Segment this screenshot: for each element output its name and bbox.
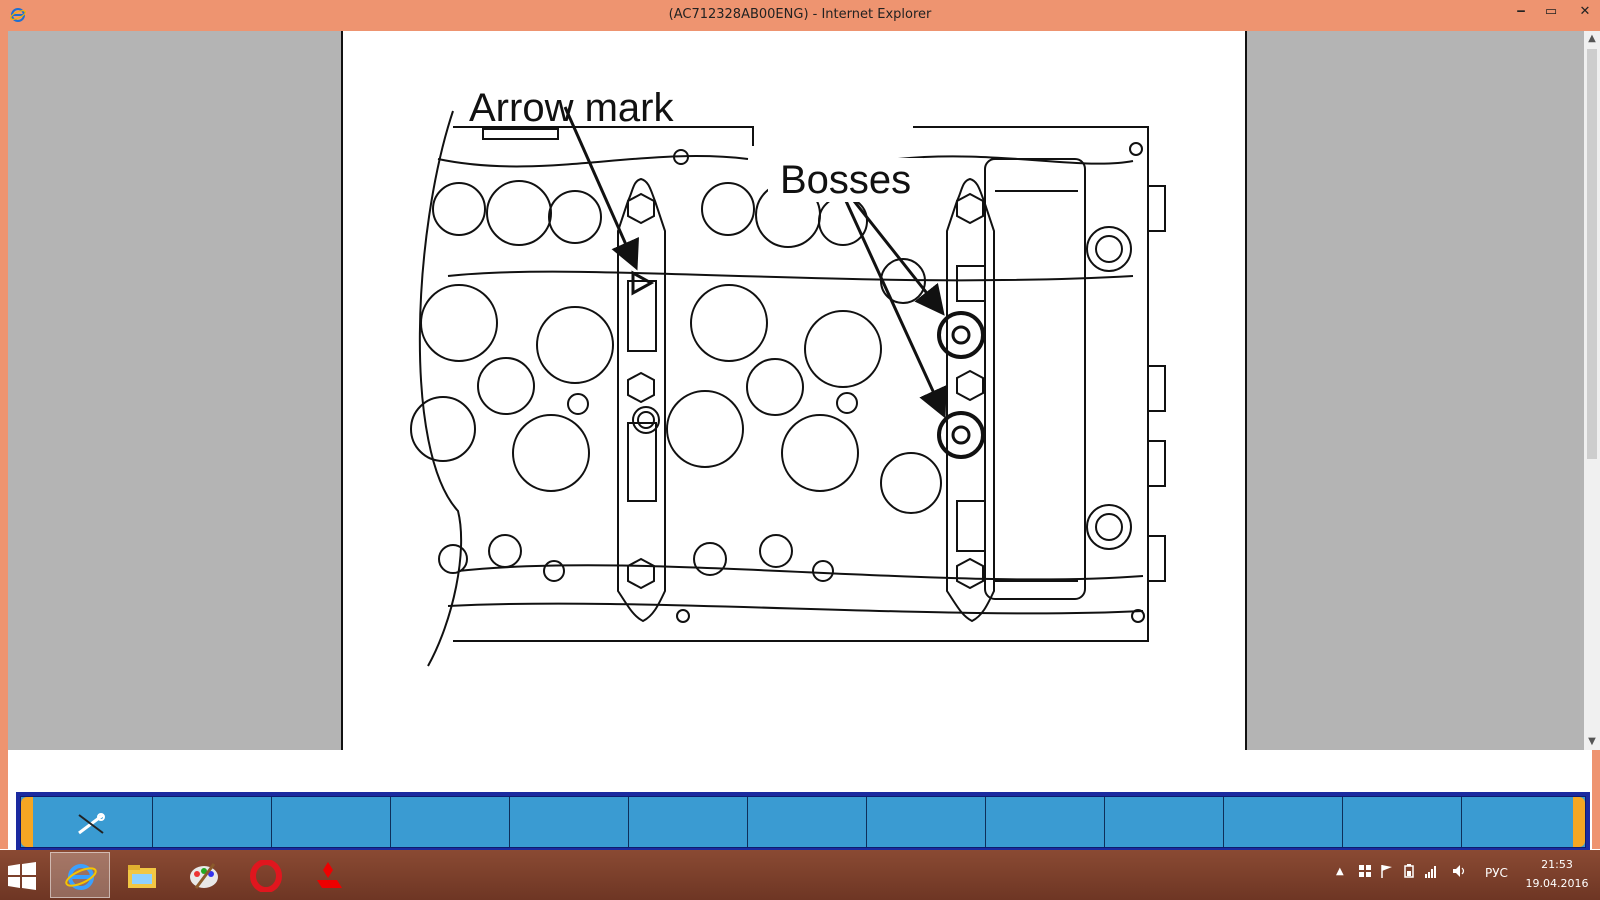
- tools-button[interactable]: [33, 797, 153, 847]
- scroll-thumb[interactable]: [1587, 49, 1597, 459]
- window-titlebar[interactable]: (AC712328AB00ENG) - Internet Explorer ‒ …: [0, 0, 1600, 31]
- tray-overflow-button[interactable]: ▲: [1336, 866, 1344, 877]
- cylinder-head-diagram: [410, 106, 1166, 667]
- bosses-label: Bosses: [768, 158, 924, 202]
- toolbar-right-cap: [1573, 797, 1585, 847]
- flag-icon[interactable]: [1380, 864, 1394, 878]
- close-button[interactable]: ✕: [1579, 4, 1591, 19]
- tools-icon: [78, 813, 105, 835]
- maximize-button[interactable]: ▭: [1544, 4, 1558, 19]
- vertical-scrollbar[interactable]: ▲ ▼: [1584, 31, 1600, 750]
- taskbar-clock[interactable]: 21:53 19.04.2016: [1522, 855, 1592, 893]
- toolbar-button-8[interactable]: [867, 797, 986, 847]
- toolbar-left-cap: [21, 797, 33, 847]
- toolbar-button-5[interactable]: [510, 797, 629, 847]
- mitsubishi-icon: [317, 862, 342, 888]
- window-title: (AC712328AB00ENG) - Internet Explorer: [668, 7, 932, 22]
- taskbar-opera[interactable]: [236, 852, 296, 898]
- file-explorer-icon: [128, 865, 156, 888]
- toolbar-button-11[interactable]: [1224, 797, 1343, 847]
- windows-start-icon[interactable]: [8, 862, 36, 890]
- opera-icon: [250, 860, 282, 892]
- bottom-toolbar-area: [8, 750, 1590, 852]
- minimize-button[interactable]: ‒: [1516, 4, 1526, 19]
- toolbar-button-13[interactable]: [1462, 797, 1574, 847]
- document-viewport[interactable]: Arrow mark Bosses: [8, 31, 1584, 750]
- toolbar-button-12[interactable]: [1343, 797, 1462, 847]
- taskbar-file-explorer[interactable]: [112, 852, 172, 898]
- signal-icon[interactable]: [1424, 864, 1438, 878]
- toolbar-button-6[interactable]: [629, 797, 748, 847]
- taskbar-paint[interactable]: [174, 852, 234, 898]
- toolbar-button-2[interactable]: [153, 797, 272, 847]
- toolbar-buttons: [20, 796, 1586, 848]
- internet-explorer-app-icon: [10, 8, 26, 22]
- clock-time: 21:53: [1541, 858, 1573, 871]
- window-frame-left: [0, 31, 8, 849]
- battery-icon[interactable]: [1402, 864, 1416, 878]
- taskbar-mitsubishi-app[interactable]: [298, 852, 358, 898]
- toolbar-button-3[interactable]: [272, 797, 391, 847]
- document-page: Arrow mark Bosses: [341, 31, 1247, 750]
- paint-icon: [190, 863, 218, 889]
- toolbar-button-4[interactable]: [391, 797, 510, 847]
- windows-taskbar: ▲ РУС 21:53 19.04.2016: [0, 850, 1600, 900]
- arrow-mark-label: Arrow mark: [469, 86, 674, 130]
- scroll-up-button[interactable]: ▲: [1588, 33, 1596, 44]
- toolbar-button-7[interactable]: [748, 797, 867, 847]
- toolbar-button-10[interactable]: [1105, 797, 1224, 847]
- internet-explorer-icon: [65, 864, 97, 890]
- taskbar-internet-explorer[interactable]: [50, 852, 110, 898]
- toolbar-button-9[interactable]: [986, 797, 1105, 847]
- function-toolbar: [16, 792, 1590, 852]
- action-center-icon[interactable]: [1358, 864, 1372, 878]
- scroll-down-button[interactable]: ▼: [1588, 736, 1596, 747]
- language-indicator[interactable]: РУС: [1485, 866, 1508, 880]
- clock-date: 19.04.2016: [1525, 877, 1589, 890]
- volume-icon[interactable]: [1452, 864, 1466, 878]
